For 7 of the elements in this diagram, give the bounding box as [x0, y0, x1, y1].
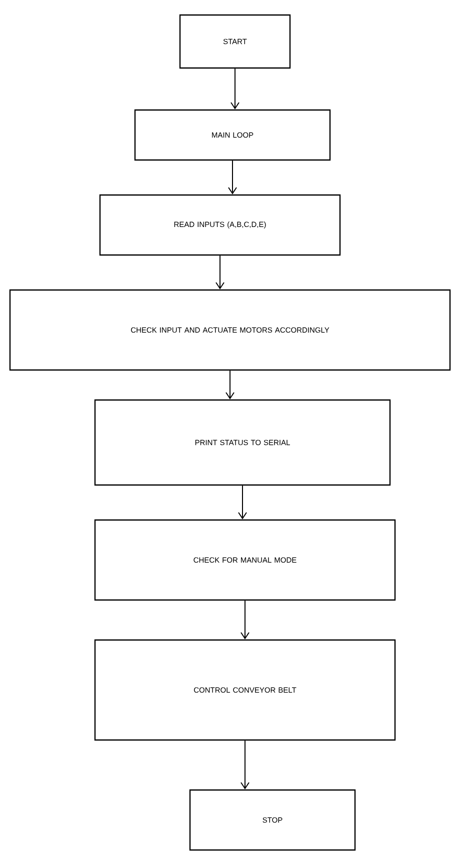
arrow — [216, 255, 224, 290]
arrow — [238, 485, 247, 520]
arrow — [240, 600, 250, 640]
arrow — [228, 160, 237, 194]
arrow — [226, 370, 234, 400]
arrow — [240, 740, 250, 790]
arrow — [230, 68, 240, 110]
